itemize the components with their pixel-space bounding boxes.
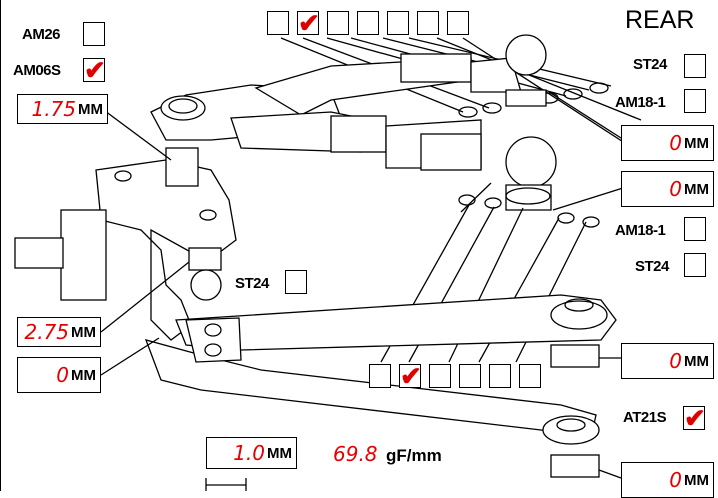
bottom-check-2[interactable]: ✔	[399, 361, 422, 391]
shim-low-unit: MM	[71, 366, 96, 384]
mm1-field[interactable]: 0 MM	[621, 125, 714, 161]
gap-dimension	[205, 478, 247, 491]
mm4-field[interactable]: 0 MM	[621, 462, 714, 498]
center-st24-label: ST24	[235, 275, 269, 292]
gap-field[interactable]: 1.0 MM	[206, 437, 297, 469]
shim-low-value: 0	[56, 363, 69, 387]
lower-arms	[144, 294, 617, 478]
am18-top-label: AM18-1	[615, 94, 666, 111]
top-check-4[interactable]	[357, 11, 379, 35]
shim-mid-field[interactable]: 2.75 MM	[17, 317, 101, 347]
am18-top-checkbox[interactable]	[684, 89, 706, 113]
shim-mid-value: 2.75	[24, 320, 69, 344]
top-check-7[interactable]	[447, 11, 469, 35]
st24-top-checkbox[interactable]	[684, 54, 706, 78]
at21s-checkbox[interactable]: ✔	[683, 403, 706, 433]
mm2-field[interactable]: 0 MM	[621, 171, 714, 207]
st24-bottom-label: ST24	[635, 258, 669, 275]
at21s-label: AT21S	[623, 409, 667, 426]
bottom-check-6[interactable]	[519, 364, 541, 388]
bottom-check-1[interactable]	[369, 364, 391, 388]
mm4-value: 0	[669, 468, 682, 492]
check-mark-icon: ✔	[400, 361, 422, 391]
bottom-check-4[interactable]	[459, 364, 481, 388]
am26-checkbox[interactable]	[83, 22, 105, 46]
lower-shim-ovals	[458, 194, 600, 228]
top-check-3[interactable]	[327, 11, 349, 35]
mm4-unit: MM	[684, 471, 709, 489]
mm3-unit: MM	[684, 352, 709, 370]
box-leader-lines	[100, 91, 622, 479]
st24-bottom-checkbox[interactable]	[684, 253, 706, 277]
am06s-label: AM06S	[13, 62, 61, 79]
top-check-2[interactable]: ✔	[297, 8, 320, 38]
mm2-unit: MM	[684, 180, 709, 198]
shim-top-value: 1.75	[31, 97, 76, 121]
top-check-5[interactable]	[387, 11, 409, 35]
bottom-check-5[interactable]	[489, 364, 511, 388]
gap-value: 1.0	[233, 441, 265, 465]
gap-unit: MM	[267, 444, 292, 462]
top-check-1[interactable]	[267, 11, 289, 35]
am18-bottom-checkbox[interactable]	[684, 217, 706, 241]
page-title: REAR	[625, 6, 695, 34]
mm2-value: 0	[669, 177, 682, 201]
spring-rate: 69.8 gF/mm	[333, 442, 442, 466]
check-mark-icon: ✔	[684, 403, 706, 433]
check-mark-icon: ✔	[84, 55, 106, 85]
spring-rate-value: 69.8	[333, 442, 378, 466]
mm3-field[interactable]: 0 MM	[621, 343, 714, 379]
shim-top-unit: MM	[78, 100, 103, 118]
check-mark-icon: ✔	[298, 8, 320, 38]
upright	[14, 147, 237, 341]
am06s-checkbox[interactable]: ✔	[83, 55, 106, 85]
mm1-unit: MM	[684, 134, 709, 152]
bottom-check-3[interactable]	[429, 364, 451, 388]
am26-label: AM26	[22, 26, 61, 43]
mm3-value: 0	[669, 349, 682, 373]
am18-bottom-label: AM18-1	[615, 222, 666, 239]
top-check-6[interactable]	[417, 11, 439, 35]
center-st24-checkbox[interactable]	[285, 270, 307, 294]
shim-mid-unit: MM	[71, 323, 96, 341]
shim-low-field[interactable]: 0 MM	[17, 357, 101, 393]
middle-link	[230, 111, 557, 211]
mm1-value: 0	[669, 131, 682, 155]
spring-rate-unit: gF/mm	[385, 446, 442, 465]
st24-top-label: ST24	[633, 56, 667, 73]
shim-top-field[interactable]: 1.75 MM	[17, 94, 108, 124]
